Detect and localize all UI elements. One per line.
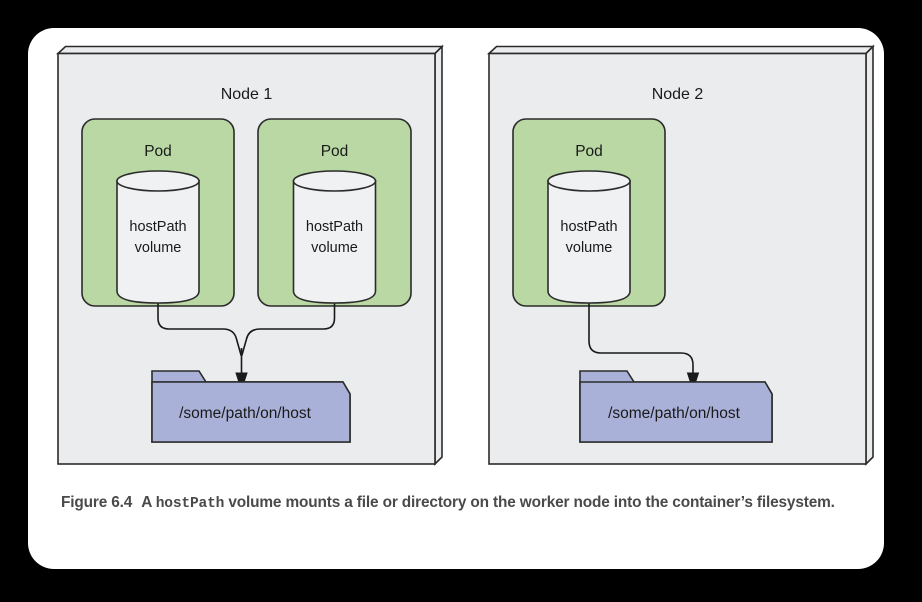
cylinder-2-a-line2: volume <box>566 240 613 256</box>
caption-text-part2: volume mounts a file or directory on the… <box>228 494 835 511</box>
figure-card: Node 1 Pod hostPath volume Pod <box>28 28 884 569</box>
folder-2-label: /some/path/on/host <box>608 405 741 422</box>
connector-pod-1-a <box>157 290 242 356</box>
node-2-top-slab <box>486 45 875 55</box>
node-1-right-slab <box>434 44 443 466</box>
diagram-canvas: Node 1 Pod hostPath volume Pod <box>55 44 875 466</box>
cylinder-pod-2-a: hostPath volume <box>547 170 631 304</box>
cylinder-1-b-line2: volume <box>311 240 358 256</box>
cylinder-pod-1-a: hostPath volume <box>116 170 200 304</box>
node-2-right-slab <box>865 44 874 466</box>
pod-1-a-label: Pod <box>144 143 172 160</box>
folder-2-group: /some/path/on/host <box>579 370 773 443</box>
cylinder-1-a-line1: hostPath <box>129 219 186 235</box>
folder-1-group: /some/path/on/host <box>151 370 351 443</box>
folder-2-body-rect <box>579 381 773 443</box>
cylinder-2-a-line1: hostPath <box>560 219 617 235</box>
node-1-top-slab <box>55 45 444 55</box>
cylinder-1-b-body <box>292 180 377 304</box>
cylinder-2-a-body <box>547 180 631 304</box>
folder-1-body-rect <box>151 381 351 443</box>
pod-1-b-label: Pod <box>321 143 349 160</box>
caption-mono-term: hostPath <box>155 496 225 512</box>
connector-pod-1-b <box>241 290 336 356</box>
node-1-label: Node 1 <box>221 86 273 103</box>
cylinder-1-b-top <box>292 170 377 192</box>
cylinder-2-a-top <box>547 170 631 192</box>
cylinder-pod-1-b: hostPath volume <box>292 170 377 304</box>
cylinder-1-a-line2: volume <box>135 240 182 256</box>
cylinder-1-a-body <box>116 180 200 304</box>
node-2-label: Node 2 <box>652 86 704 103</box>
connector-pod-2-a <box>588 290 694 381</box>
caption-figure-number: Figure 6.4 <box>61 494 133 511</box>
cylinder-1-b-line1: hostPath <box>306 219 363 235</box>
pod-2-a-label: Pod <box>575 143 603 160</box>
cylinder-1-a-top <box>116 170 200 192</box>
folder-1-label: /some/path/on/host <box>179 405 312 422</box>
figure-caption: Figure 6.4 A hostPath volume mounts a fil… <box>61 492 866 515</box>
caption-text-part1: A <box>141 494 152 511</box>
